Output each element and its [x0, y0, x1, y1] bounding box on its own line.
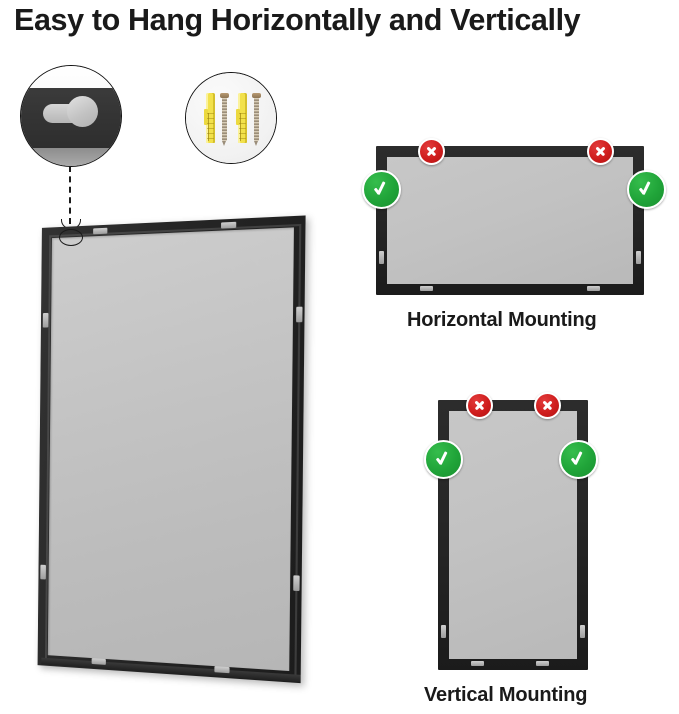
hardware-backdrop: [186, 73, 276, 163]
keyhole-round-hole-icon: [67, 96, 98, 127]
vertical-mounting-label: Vertical Mounting: [424, 684, 588, 706]
horizontal-mounting-label: Horizontal Mounting: [407, 309, 597, 331]
vertical-mounting-diagram: [438, 400, 588, 670]
screw-head-icon: [252, 93, 261, 98]
page-title: Easy to Hang Horizontally and Vertically: [14, 2, 581, 37]
status-badge-x: [587, 138, 614, 165]
wall-anchor-icon: [204, 93, 215, 143]
keyhole-highlight-ellipse: [59, 229, 83, 246]
status-badge-check: [424, 440, 463, 479]
status-badge-check: [627, 170, 666, 209]
horizontal-mounting-diagram: [376, 146, 644, 295]
keyhole-detail-callout: [20, 65, 122, 167]
close-icon: [595, 146, 606, 157]
hanger-tab: [296, 306, 303, 323]
hanger-tab: [91, 658, 106, 665]
hanger-tab: [441, 625, 446, 638]
hanger-tab: [379, 251, 384, 264]
hardware-detail-callout: [185, 72, 277, 164]
check-icon: [373, 181, 391, 199]
hanger-tab: [420, 286, 433, 291]
status-badge-check: [362, 170, 401, 209]
screw-tip-icon: [222, 141, 226, 146]
hanger-tab: [580, 625, 585, 638]
keyhole-backdrop-top: [21, 66, 121, 91]
hanger-tab: [471, 661, 484, 666]
screw-head-icon: [220, 93, 229, 98]
status-badge-x: [418, 138, 445, 165]
screw-icon: [254, 97, 259, 141]
check-icon: [570, 451, 588, 469]
keyhole-backdrop-bottom: [21, 148, 121, 166]
frame-mat: [449, 411, 577, 659]
callout-leader-line: [69, 166, 71, 224]
frame-bevel: [44, 223, 302, 679]
picture-frame-perspective: [33, 215, 306, 684]
close-icon: [474, 400, 485, 411]
check-icon: [638, 181, 656, 199]
hanger-tab: [221, 221, 237, 229]
close-icon: [542, 400, 553, 411]
close-icon: [426, 146, 437, 157]
screw-tip-icon: [254, 141, 258, 146]
screw-icon: [222, 97, 227, 141]
hanger-tab: [214, 666, 230, 674]
hanger-tab: [587, 286, 600, 291]
frame-mat: [387, 157, 633, 284]
hanger-tab: [40, 564, 46, 580]
status-badge-x: [534, 392, 561, 419]
status-badge-x: [466, 392, 493, 419]
hanger-tab: [293, 575, 300, 592]
status-badge-check: [559, 440, 598, 479]
hanger-tab: [42, 312, 49, 328]
hanger-tab: [636, 251, 641, 264]
hanger-tab: [93, 227, 108, 235]
wall-anchor-icon: [236, 93, 247, 143]
hanger-tab: [536, 661, 549, 666]
check-icon: [435, 451, 453, 469]
